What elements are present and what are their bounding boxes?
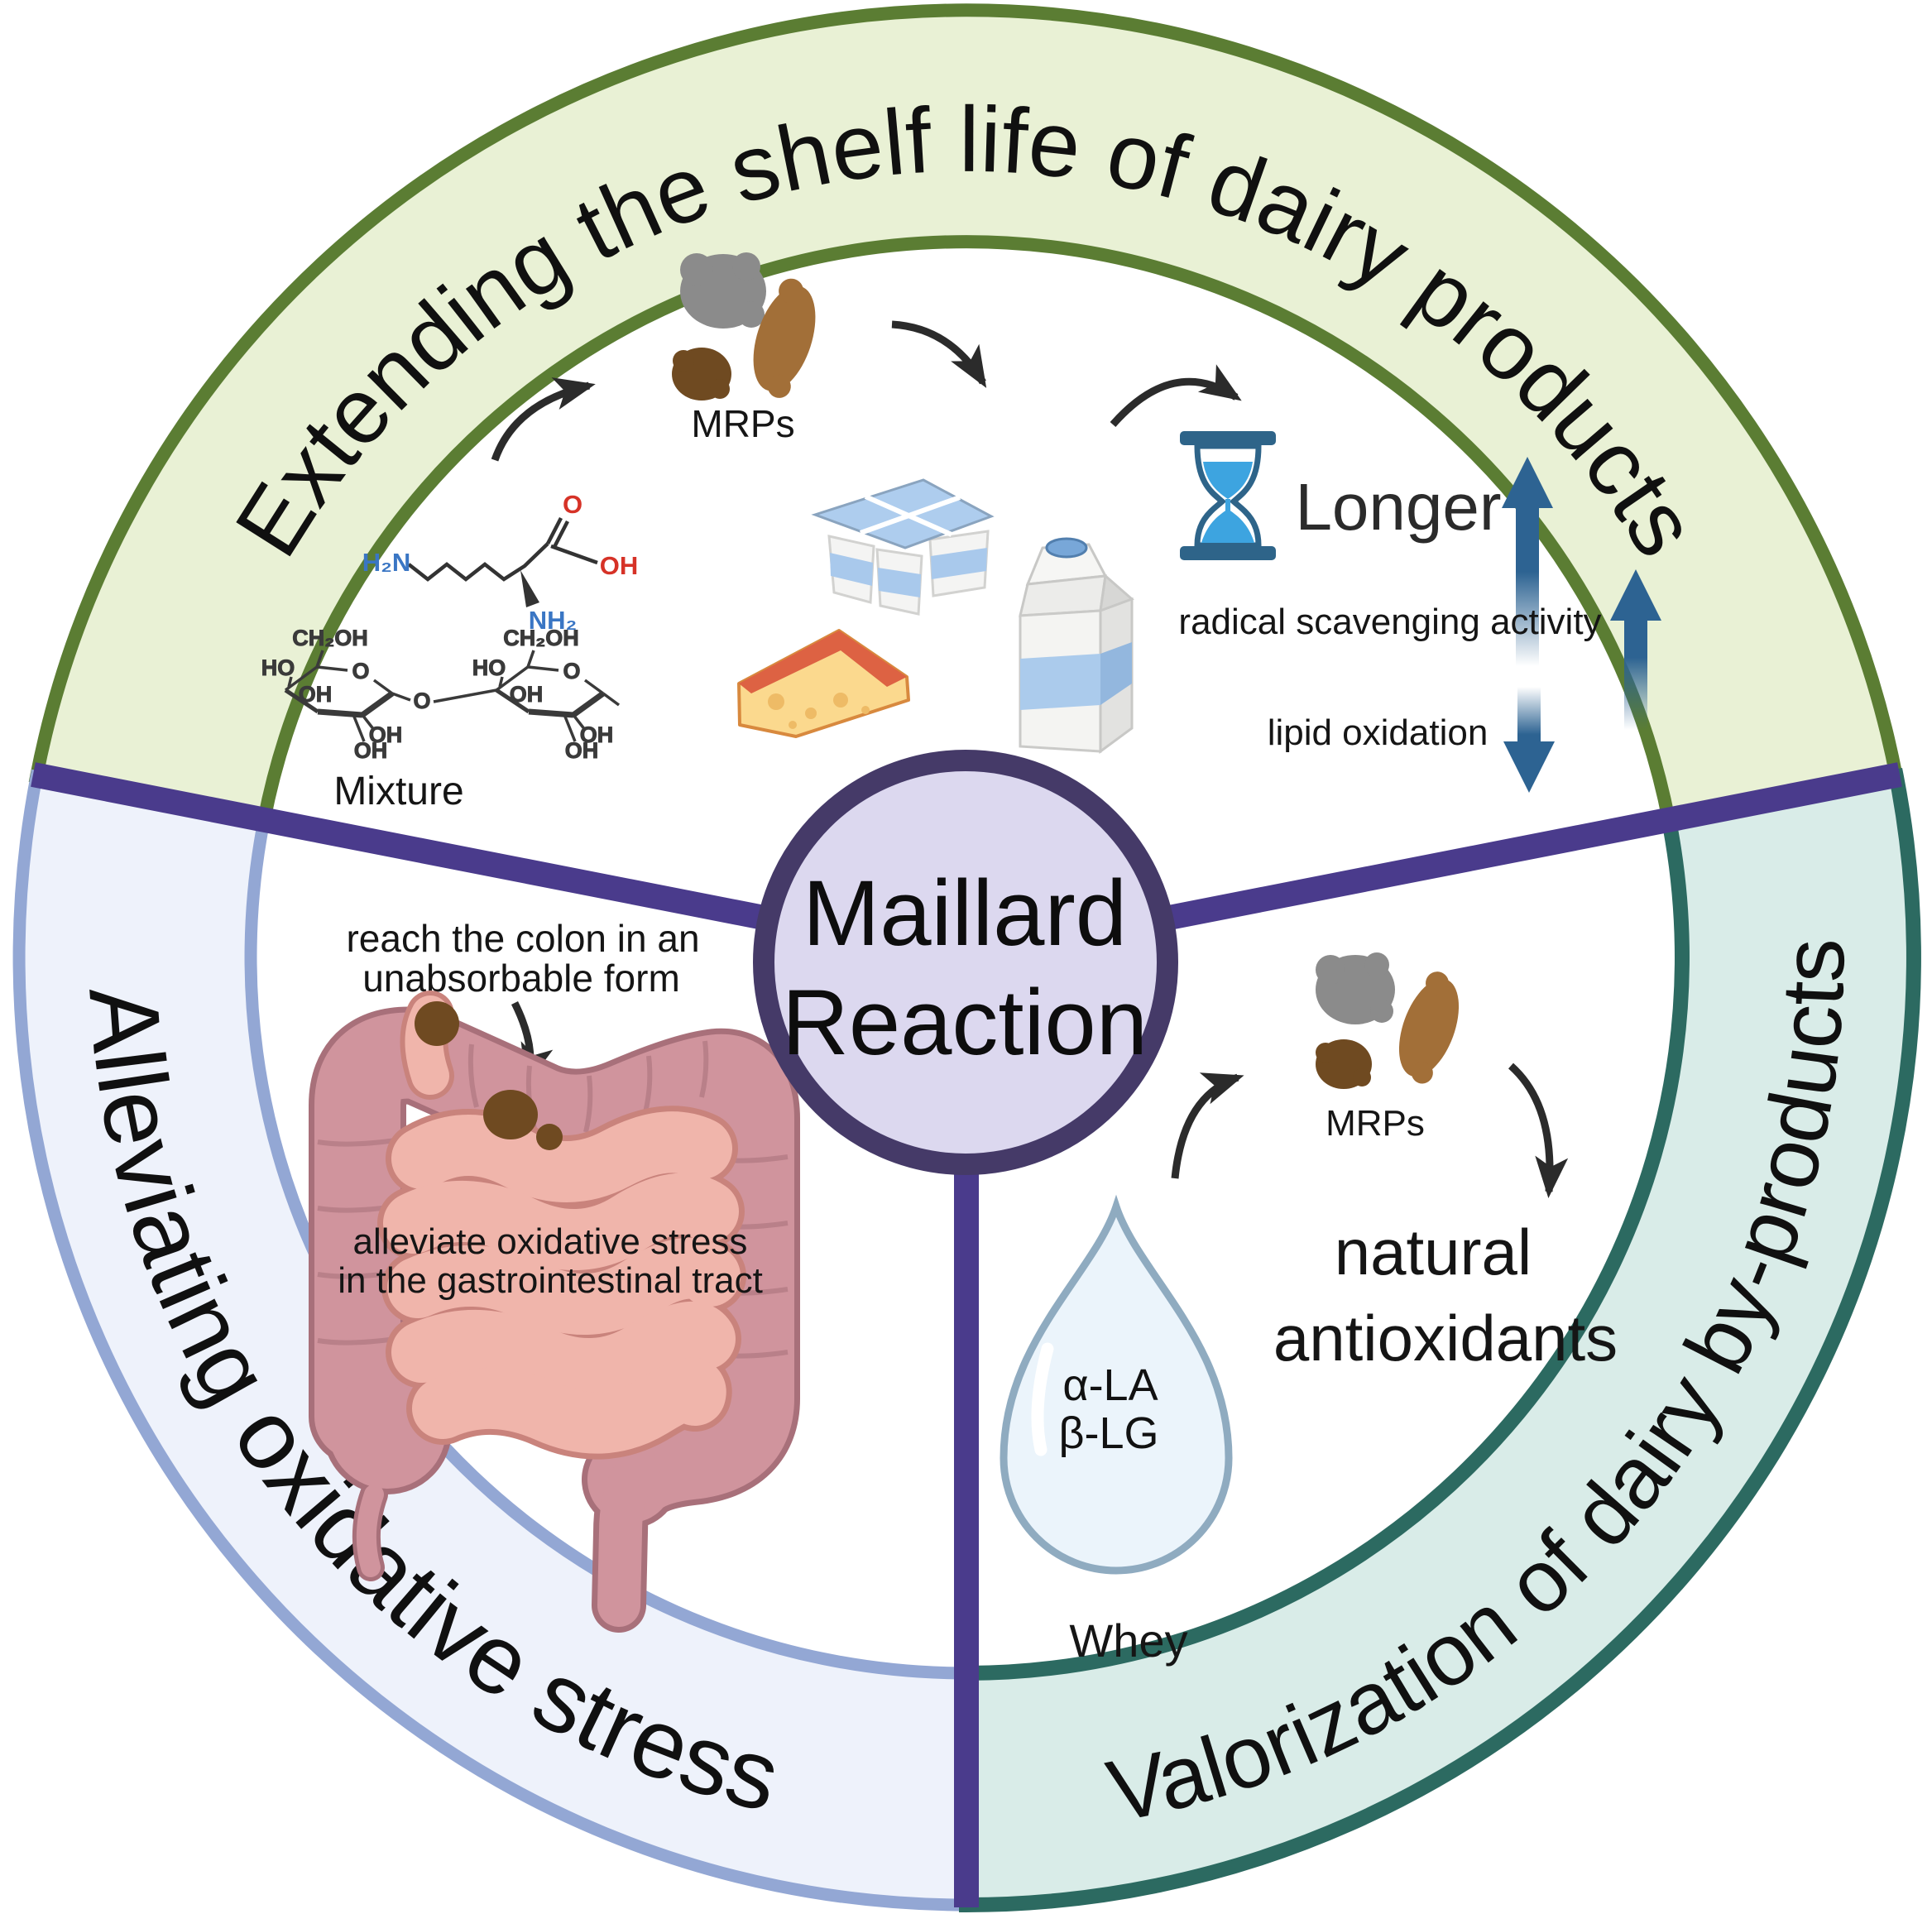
whey-label: Whey xyxy=(1069,1614,1187,1667)
ring1-o: O xyxy=(352,659,369,684)
ch2oh-label-2: CH₂OH xyxy=(503,626,579,650)
ring-band-bottom-right xyxy=(959,767,1921,1913)
ring-band-top xyxy=(28,3,1905,829)
oh-ring2-inner: OH xyxy=(510,682,544,707)
oh-ring1-inner: OH xyxy=(299,682,333,707)
colon-caption-line1: reach the colon in an xyxy=(346,917,699,960)
arrow-dairy-to-longer xyxy=(1110,364,1242,427)
nh2-label: NH₂ xyxy=(529,606,578,635)
bottom-right-sector: MRPs natural antioxidants α-LA β-LG Whey xyxy=(1000,952,1618,1667)
yogurt-pack-icon xyxy=(811,478,995,616)
disaccharide-structure: CH₂OH HO OH O OH OH O CH₂OH HO OH O OH xyxy=(261,626,621,764)
ho-label-1: HO xyxy=(261,655,295,680)
milk-carton-icon xyxy=(1019,537,1134,754)
brown-blob-icon xyxy=(1316,1039,1372,1089)
beta-lg-label: β-LG xyxy=(1058,1408,1158,1458)
gray-blob-icon xyxy=(1316,952,1395,1024)
center-circle xyxy=(753,750,1178,1175)
cheese-icon xyxy=(737,629,910,738)
ho-label-2: HO xyxy=(472,655,506,680)
tan-blob-icon xyxy=(753,278,816,398)
center-title-line2: Reaction xyxy=(782,971,1148,1074)
ring-bands xyxy=(12,3,1921,1913)
natural-antioxidants-line2: antioxidants xyxy=(1273,1302,1618,1374)
intestine-note-line1: alleviate oxidative stress xyxy=(353,1221,748,1262)
whey-droplet-icon: α-LA β-LG xyxy=(1000,1194,1233,1575)
bottom-left-sector: reach the colon in an unabsorbable form xyxy=(309,917,800,1633)
mixture-label: Mixture xyxy=(333,770,463,813)
lysine-structure: H₂N O OH NH₂ xyxy=(362,490,639,635)
arrow-whey-to-mrps xyxy=(1171,1072,1244,1179)
hydroxyl-label: OH xyxy=(600,551,639,580)
down-arrow-lipid xyxy=(1503,687,1555,793)
radical-scavenging-label: radical scavenging activity xyxy=(1178,602,1601,642)
center-title-line1: Maillard xyxy=(803,861,1127,965)
intestine-illustration: alleviate oxidative stress in the gastro… xyxy=(309,991,800,1633)
oh-ring1-b: OH xyxy=(354,738,388,763)
up-arrow-longer xyxy=(1502,457,1553,666)
up-arrow-radical xyxy=(1610,569,1661,730)
oh-ring2-b: OH xyxy=(565,738,599,763)
tan-blob-icon xyxy=(1398,971,1460,1084)
mrps-blobs-top: MRPs xyxy=(672,252,816,445)
glycosidic-o: O xyxy=(413,688,430,713)
ring-band-bottom-left xyxy=(12,769,973,1912)
colon-caption-line2: unabsorbable form xyxy=(362,957,680,1000)
carbonyl-o-label: O xyxy=(563,490,582,519)
wedge-bond xyxy=(520,570,539,607)
colon-mrp-blobs xyxy=(415,1001,563,1150)
center-node: Maillard Reaction xyxy=(753,750,1178,1175)
oh-ring1-a: OH xyxy=(369,722,403,747)
ring2-o: O xyxy=(563,659,580,684)
mrps-label-bottom: MRPs xyxy=(1326,1103,1425,1144)
top-sector: H₂N O OH NH₂ CH₂OH HO OH O OH OH O xyxy=(261,252,1661,813)
oh-ring2-a: OH xyxy=(580,722,614,747)
arrow-mixture-to-mrps xyxy=(491,377,596,462)
lipid-oxidation-label: lipid oxidation xyxy=(1268,712,1489,753)
gray-blob-icon xyxy=(680,252,766,329)
longer-label: Longer xyxy=(1295,470,1501,544)
intestine-note-line2: in the gastrointestinal tract xyxy=(338,1260,763,1301)
alpha-la-label: α-LA xyxy=(1062,1360,1158,1410)
mrps-blobs-bottom: MRPs xyxy=(1316,952,1460,1144)
natural-antioxidants-line1: natural xyxy=(1335,1216,1532,1288)
arrow-mrps-to-antioxidants xyxy=(1508,1063,1569,1198)
h2n-label: H₂N xyxy=(362,548,411,577)
ch2oh-label-1: CH₂OH xyxy=(292,626,368,650)
mrps-label-top: MRPs xyxy=(691,402,794,445)
hourglass-icon xyxy=(1180,431,1276,560)
arrow-mrps-to-dairy xyxy=(891,320,987,388)
brown-blob-icon xyxy=(672,348,731,401)
milk-cap xyxy=(1045,537,1088,559)
